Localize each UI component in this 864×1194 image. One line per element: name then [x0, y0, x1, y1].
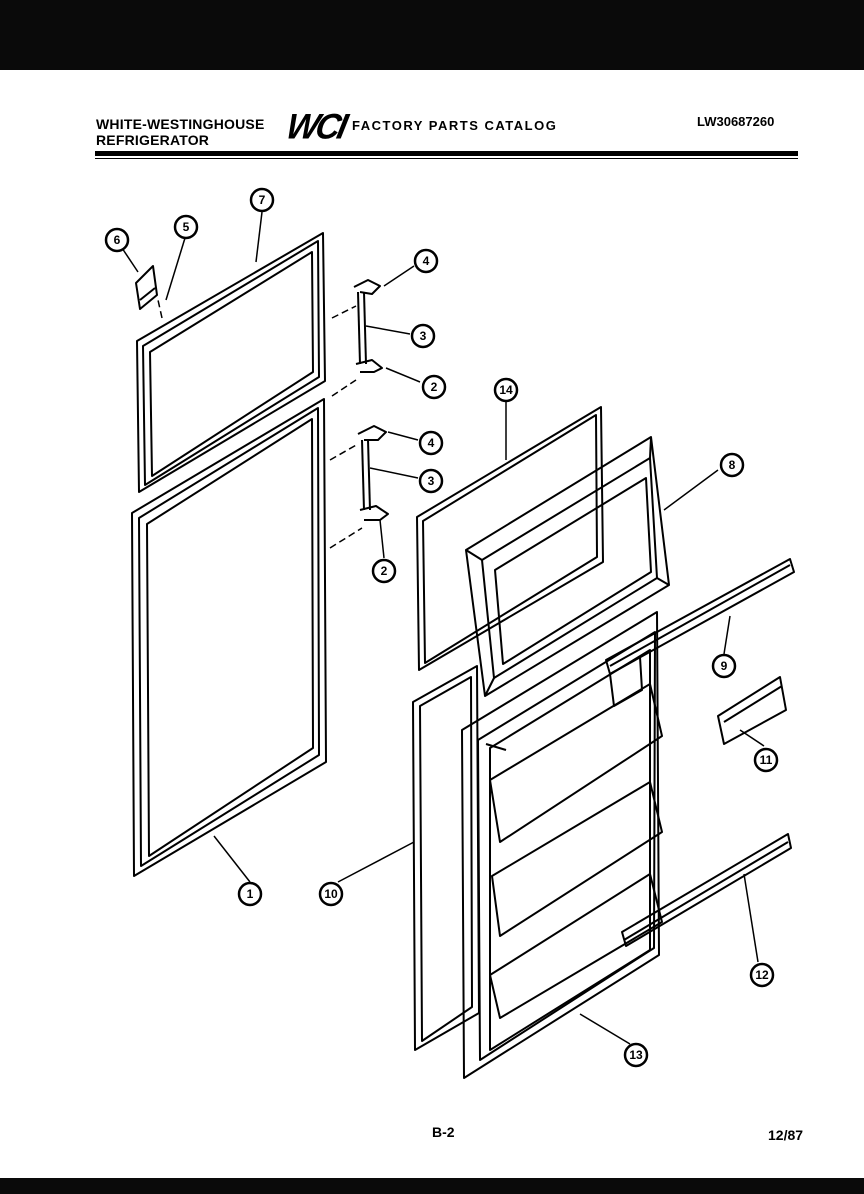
svg-text:1: 1: [247, 887, 254, 901]
brand-block: WHITE-WESTINGHOUSE REFRIGERATOR: [96, 116, 264, 148]
callout-4-upper: 4: [413, 248, 439, 274]
header-rule: [95, 151, 798, 156]
svg-text:2: 2: [431, 380, 438, 394]
part-8-freezer-liner: [465, 436, 670, 697]
callout-13: 13: [623, 1042, 649, 1068]
svg-text:8: 8: [729, 458, 736, 472]
part-12-lower-rail: [621, 833, 792, 947]
callout-12: 12: [749, 962, 775, 988]
callout-2-upper: 2: [421, 374, 447, 400]
catalog-title: FACTORY PARTS CATALOG: [352, 118, 558, 133]
part-11-retainer: [717, 676, 787, 745]
date-code: 12/87: [768, 1127, 804, 1143]
callout-2-lower: 2: [371, 558, 397, 584]
alignment-lines: [157, 299, 363, 549]
callout-14: 14: [493, 377, 519, 403]
svg-text:3: 3: [420, 329, 427, 343]
svg-text:5: 5: [183, 220, 190, 234]
callout-5: 5: [173, 214, 199, 240]
svg-text:11: 11: [760, 753, 773, 767]
page-number: B-2: [432, 1124, 455, 1140]
svg-text:4: 4: [423, 254, 430, 268]
callout-1: 1: [237, 881, 263, 907]
svg-text:12: 12: [755, 968, 769, 982]
part-13-door-liner: [461, 611, 663, 1079]
svg-text:10: 10: [324, 887, 338, 901]
part-14-inner-gasket: [416, 406, 604, 671]
callout-11: 11: [753, 747, 779, 773]
svg-text:3: 3: [428, 474, 435, 488]
svg-text:9: 9: [721, 659, 728, 673]
model-number: LW30687260: [697, 114, 775, 129]
part-7-freezer-gasket: [136, 232, 326, 493]
callout-6: 6: [104, 227, 130, 253]
header-rule-thin: [95, 158, 798, 159]
callout-labels: 6 5 7 4 3 2 4 3 2 14 8 9 11 1 10 12 13: [104, 187, 779, 1068]
part-10-door-gasket: [412, 665, 480, 1051]
svg-text:7: 7: [259, 193, 266, 207]
callout-9: 9: [711, 653, 737, 679]
svg-text:4: 4: [428, 436, 435, 450]
svg-text:2: 2: [381, 564, 388, 578]
scan-top-border: [0, 0, 864, 70]
part-9-shelf-rail: [605, 558, 795, 707]
svg-text:14: 14: [499, 383, 513, 397]
callout-10: 10: [318, 881, 344, 907]
upper-hinge-assembly: [353, 279, 383, 373]
callout-8: 8: [719, 452, 745, 478]
lower-hinge-assembly: [357, 425, 389, 521]
scan-bottom-border: [0, 1178, 864, 1194]
callout-3-upper: 3: [410, 323, 436, 349]
leader-lines: [121, 211, 765, 1045]
brand-name: WHITE-WESTINGHOUSE: [96, 116, 265, 132]
part-6-bracket: [135, 265, 158, 310]
callout-4-lower: 4: [418, 430, 444, 456]
product-type: REFRIGERATOR: [96, 132, 210, 148]
svg-text:13: 13: [629, 1048, 643, 1062]
part-1-fresh-food-gasket: [131, 398, 327, 877]
callout-7: 7: [249, 187, 275, 213]
svg-text:6: 6: [114, 233, 121, 247]
callout-3-lower: 3: [418, 468, 444, 494]
